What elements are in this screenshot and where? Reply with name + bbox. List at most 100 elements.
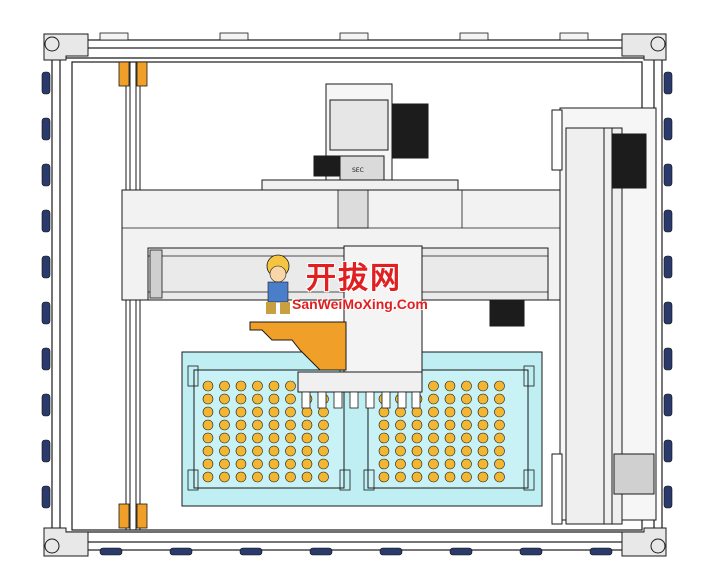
motor-assembly: SEC xyxy=(261,83,459,191)
left-tray-part xyxy=(219,471,230,483)
left-tray-part xyxy=(219,380,230,392)
watermark-site: SanWeiMoXing.Com xyxy=(292,296,428,312)
right-tray-part xyxy=(428,432,439,444)
right-tray-part xyxy=(411,471,423,483)
watermark-chinese: 开拔网 xyxy=(306,261,402,296)
right-tray-part xyxy=(444,445,456,457)
left-tray-part xyxy=(268,393,280,405)
left-tray-part xyxy=(235,419,247,431)
right-tray-part xyxy=(378,419,390,431)
left-tray-part xyxy=(301,471,313,483)
left-tray-part xyxy=(235,471,247,483)
left-tray-part xyxy=(219,406,230,418)
right-tray-part xyxy=(461,471,472,483)
right-tray-part xyxy=(461,445,472,457)
left-tray-part xyxy=(252,432,263,444)
right-tray-part xyxy=(411,419,423,431)
left-tray-part xyxy=(268,419,280,431)
right-tray-part xyxy=(411,458,423,470)
left-tray-part xyxy=(268,471,280,483)
right-tray-part xyxy=(411,432,423,444)
svg-text:SEC: SEC xyxy=(352,167,364,174)
right-tray-part xyxy=(444,393,456,405)
left-rail-end-blocks xyxy=(118,61,148,529)
right-tray-part xyxy=(378,432,390,444)
right-tray-part xyxy=(494,380,505,392)
right-tray-part xyxy=(378,458,390,470)
left-tray-part xyxy=(219,393,230,405)
left-tray-part xyxy=(219,432,230,444)
left-tray-part xyxy=(235,406,247,418)
right-tray-part xyxy=(494,406,505,418)
left-tray-part xyxy=(285,432,296,444)
right-tray-part xyxy=(428,471,439,483)
right-tray-part xyxy=(477,419,489,431)
left-tray-part xyxy=(235,432,247,444)
right-tray-part xyxy=(461,419,472,431)
right-tray-part xyxy=(477,471,489,483)
right-tray-part xyxy=(378,445,390,457)
left-tray-part xyxy=(252,406,263,418)
left-tray-part xyxy=(235,380,247,392)
left-tray-part xyxy=(235,393,247,405)
right-tray-part xyxy=(378,471,390,483)
left-tray-part xyxy=(301,432,313,444)
right-tray-part xyxy=(395,458,406,470)
left-tray-part xyxy=(252,393,263,405)
right-tray-part xyxy=(494,458,505,470)
left-tray-part xyxy=(318,406,329,418)
right-tray-part xyxy=(428,380,439,392)
right-tray-part xyxy=(444,419,456,431)
side-casters xyxy=(41,71,673,556)
right-tray-part xyxy=(395,419,406,431)
right-tray-part xyxy=(477,380,489,392)
left-tray-part xyxy=(285,445,296,457)
right-tray-part xyxy=(411,406,423,418)
left-tray-part xyxy=(318,445,329,457)
right-tray-part xyxy=(428,393,439,405)
left-tray-part xyxy=(268,406,280,418)
right-tray-part xyxy=(461,432,472,444)
left-tray-part xyxy=(268,445,280,457)
left-tray-part xyxy=(219,445,230,457)
left-tray-part xyxy=(219,419,230,431)
left-tray-part xyxy=(268,380,280,392)
left-tray-part xyxy=(285,419,296,431)
right-tray-part xyxy=(428,406,439,418)
left-tray-part xyxy=(252,445,263,457)
left-tray-part xyxy=(202,458,214,470)
right-tray-part xyxy=(395,432,406,444)
left-tray-part xyxy=(285,380,296,392)
left-tray-part xyxy=(202,471,214,483)
right-tray-part xyxy=(477,406,489,418)
left-tray-part xyxy=(235,458,247,470)
left-tray-part xyxy=(268,432,280,444)
left-tray-part xyxy=(285,458,296,470)
left-tray-part xyxy=(252,380,263,392)
right-tray-part xyxy=(477,393,489,405)
left-tray-part xyxy=(285,471,296,483)
left-tray-part xyxy=(301,445,313,457)
right-tray-part xyxy=(444,471,456,483)
right-tray-part xyxy=(494,445,505,457)
right-tray-part xyxy=(411,445,423,457)
nozzles xyxy=(301,391,421,409)
left-tray-part xyxy=(202,445,214,457)
left-tray-part xyxy=(318,419,329,431)
left-tray-part xyxy=(202,419,214,431)
right-tray-part xyxy=(461,380,472,392)
left-tray-part xyxy=(202,432,214,444)
left-tray-part xyxy=(252,419,263,431)
right-tray-part xyxy=(395,406,406,418)
right-tray-part xyxy=(477,458,489,470)
left-tray-part xyxy=(268,458,280,470)
right-tray-part xyxy=(444,432,456,444)
left-tray-part xyxy=(318,432,329,444)
left-tray-part xyxy=(285,393,296,405)
right-tray-part xyxy=(428,458,439,470)
right-tray-part xyxy=(477,445,489,457)
right-tray-part xyxy=(444,380,456,392)
left-tray-part xyxy=(318,471,329,483)
left-tray-part xyxy=(301,406,313,418)
